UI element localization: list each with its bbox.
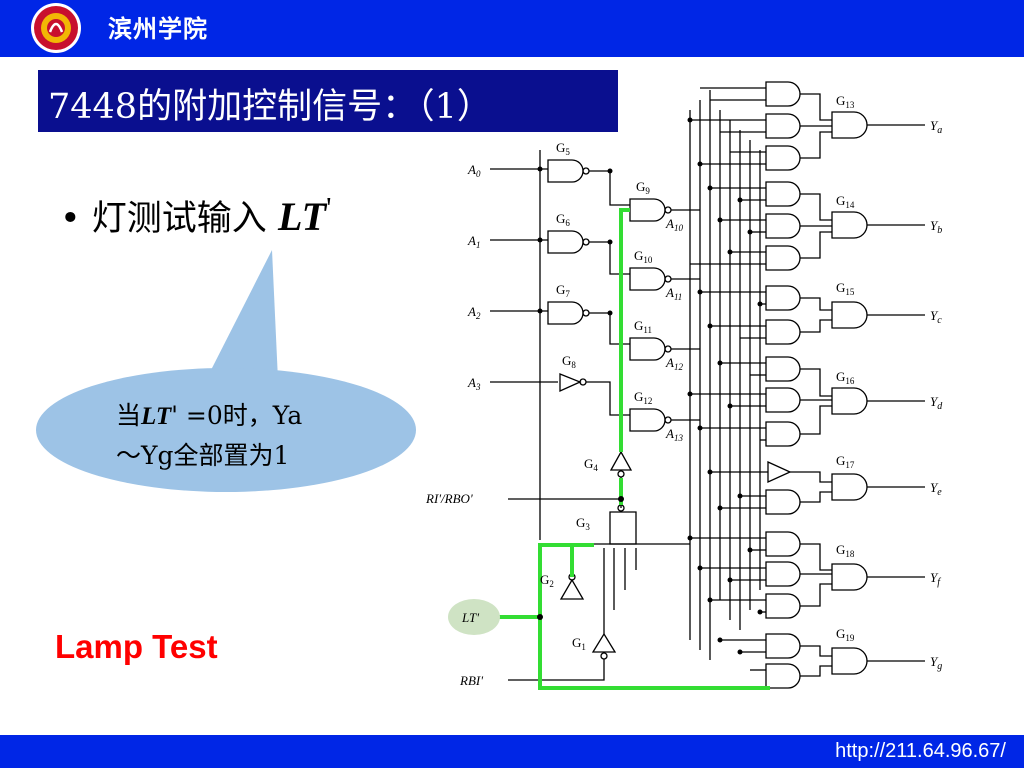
gate-g10-label: G10 [634,248,653,265]
bullet-prime: ' [326,191,332,225]
signal-a10-label: A10 [665,216,683,233]
lt-highlight-path [497,208,770,690]
gate-g8-label: G8 [562,353,576,370]
school-name: 滨州学院 [108,15,208,43]
input-a3-label: A3 [467,375,481,392]
output-yg-label: Yg [930,654,942,672]
gate-g16-label: G16 [836,369,855,386]
ri-rbo-label: RI'/RBO' [425,491,473,506]
bullet-marker: • [60,199,92,239]
gate-g5-label: G5 [556,140,570,157]
gate-g15-label: G15 [836,280,855,297]
output-yf-label: Yf [930,570,941,588]
bullet-item: • 灯测试输入 LT' [60,190,332,241]
gate-g17-label: G17 [836,453,855,470]
lt-input-highlight [448,599,500,635]
output-yc-label: Yc [930,308,942,326]
gate-g12-label: G12 [634,389,652,406]
gate-g1-label: G1 [572,635,586,652]
signal-a13-label: A13 [665,426,683,443]
title-box: 7448的附加控制信号：（1） [38,70,618,132]
university-emblem-icon [31,3,81,53]
footer-bar: http://211.64.96.67/ [0,735,1024,768]
gate-g4-label: G4 [584,456,598,473]
gate-g9-label: G9 [636,179,650,196]
gate-g13-label: G13 [836,93,855,110]
header-bar: 滨州学院 [0,0,1024,57]
gate-g18-label: G18 [836,542,855,559]
output-ya-label: Ya [930,118,942,136]
lamp-test-label: Lamp Test [55,628,218,665]
page-title: 7448的附加控制信号：（1） [48,87,492,127]
bullet-signal: LT [277,194,327,239]
output-ye-label: Ye [930,480,942,498]
callout-line-1: 当LT' =0时，Ya [116,401,303,430]
circuit-diagram: A0 A1 A2 A3 G5 G6 G7 G8 G9 A10 G10 A11 G… [425,81,943,690]
footer-url: http://211.64.96.67/ [835,740,1006,762]
lt-input-label: LT' [461,610,479,625]
input-a2-label: A2 [467,304,481,321]
input-a1-label: A1 [467,233,480,250]
gate-g11-label: G11 [634,318,652,335]
gate-g3-label: G3 [576,515,590,532]
signal-a12-label: A12 [665,355,683,372]
rbi-label: RBI' [459,673,483,688]
bullet-text: 灯测试输入 [91,199,267,239]
output-yd-label: Yd [930,394,943,412]
gate-g14-label: G14 [836,193,855,210]
gate-g7-label: G7 [556,282,570,299]
gate-g19-label: G19 [836,626,855,643]
output-yb-label: Yb [930,218,942,236]
signal-a11-label: A11 [665,285,682,302]
input-a0-label: A0 [467,162,481,179]
callout-line-2: ～Yg全部置为1 [116,441,290,470]
gate-g6-label: G6 [556,211,570,228]
gate-g2-label: G2 [540,572,554,589]
